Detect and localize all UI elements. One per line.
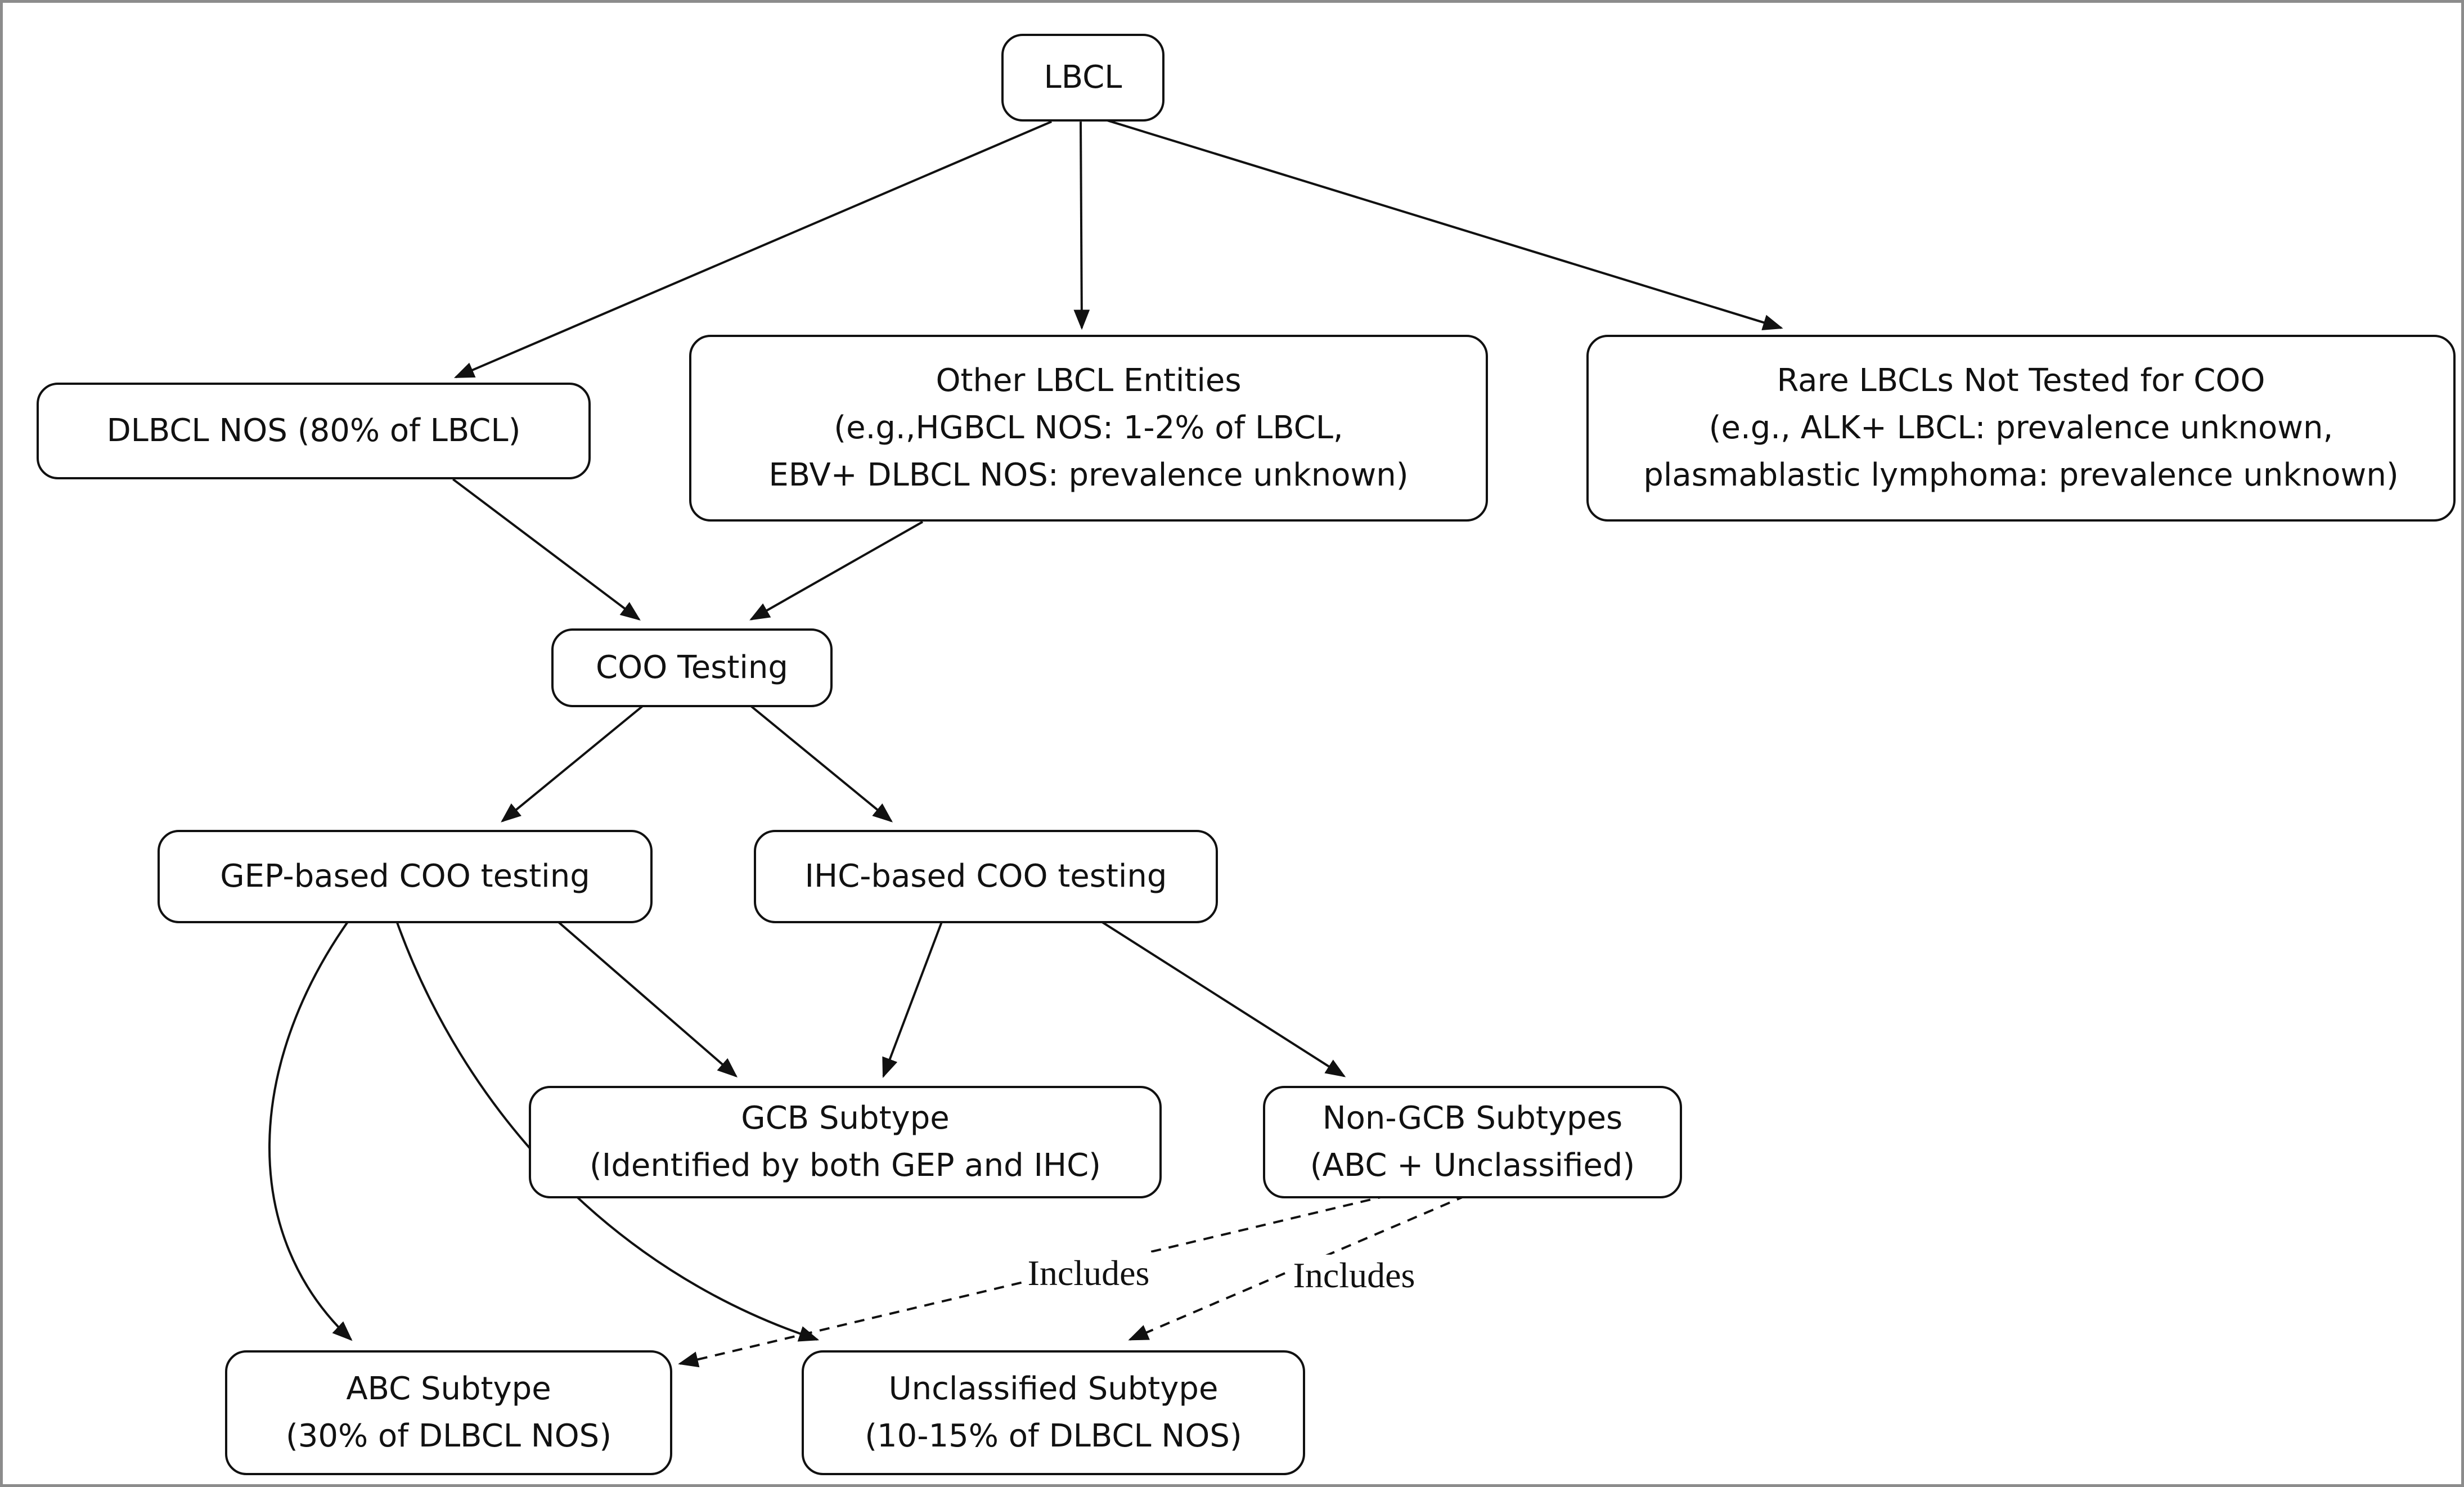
node-gcb-subtype-line-2: (Identified by both GEP and IHC) (589, 1147, 1101, 1184)
node-abc-subtype-line-2: (30% of DLBCL NOS) (285, 1418, 612, 1454)
node-gcb-subtype-line-1: GCB Subtype (741, 1100, 950, 1136)
connector-ihc-to-non-gcb (1101, 921, 1346, 1077)
connector-coo-testing-to-gep (501, 705, 644, 823)
connector-lbcl-to-rare-lbcls (1107, 119, 1783, 331)
node-abc-subtype-line-1: ABC Subtype (346, 1371, 551, 1407)
node-unclassified-line-1: Unclassified Subtype (888, 1371, 1218, 1407)
node-other-lbcl-entities: Other LBCL Entities (e.g.,HGBCL NOS: 1-2… (689, 335, 1488, 522)
node-lbcl-label: LBCL (1044, 59, 1122, 96)
node-rare-lbcls: Rare LBCLs Not Tested for COO (e.g., ALK… (1586, 335, 2456, 522)
node-coo-testing-label: COO Testing (596, 649, 788, 686)
node-unclassified-line-2: (10-15% of DLBCL NOS) (865, 1418, 1242, 1454)
node-dlbcl-nos-label: DLBCL NOS (80% of LBCL) (106, 412, 521, 449)
edge-label-includes-unclassified: Includes (1287, 1255, 1421, 1296)
connector-other-entities-to-coo-testing (749, 520, 924, 621)
connector-coo-testing-to-ihc (750, 705, 893, 823)
node-non-gcb-subtypes: Non-GCB Subtypes (ABC + Unclassified) (1263, 1086, 1682, 1198)
connector-gep-to-abc-subtype (268, 921, 353, 1341)
node-rare-lbcls-line-1: Rare LBCLs Not Tested for COO (1777, 362, 2265, 399)
node-non-gcb-line-1: Non-GCB Subtypes (1322, 1100, 1623, 1136)
node-ihc-based-coo-testing: IHC-based COO testing (754, 830, 1218, 923)
node-ihc-testing-label: IHC-based COO testing (804, 858, 1167, 895)
node-coo-testing: COO Testing (551, 628, 833, 707)
connector-ihc-to-gcb-subtype (882, 922, 943, 1079)
node-dlbcl-nos: DLBCL NOS (80% of LBCL) (37, 383, 591, 479)
node-lbcl: LBCL (1001, 34, 1164, 122)
node-rare-lbcls-line-2: (e.g., ALK+ LBCL: prevalence unknown, (1708, 410, 2333, 446)
connector-layer (268, 119, 1783, 1368)
node-unclassified-subtype: Unclassified Subtype (10-15% of DLBCL NO… (802, 1350, 1305, 1475)
node-other-entities-line-3: EBV+ DLBCL NOS: prevalence unknown) (768, 457, 1409, 493)
node-other-entities-line-1: Other LBCL Entities (936, 362, 1242, 399)
connector-dlbcl-nos-to-coo-testing (452, 478, 641, 621)
node-gep-based-coo-testing: GEP-based COO testing (158, 830, 653, 923)
node-non-gcb-line-2: (ABC + Unclassified) (1310, 1147, 1635, 1184)
node-abc-subtype: ABC Subtype (30% of DLBCL NOS) (225, 1350, 672, 1475)
connector-lbcl-to-dlbcl-nos (453, 120, 1053, 379)
edge-label-includes-abc: Includes (1022, 1252, 1155, 1294)
node-gcb-subtype: GCB Subtype (Identified by both GEP and … (529, 1086, 1162, 1198)
node-rare-lbcls-line-3: plasmablastic lymphoma: prevalence unkno… (1643, 457, 2399, 493)
connector-lbcl-to-other-entities (1073, 122, 1090, 330)
node-other-entities-line-2: (e.g.,HGBCL NOS: 1-2% of LBCL, (834, 410, 1343, 446)
connector-gep-to-gcb-subtype (557, 921, 738, 1078)
node-gep-testing-label: GEP-based COO testing (220, 858, 590, 895)
